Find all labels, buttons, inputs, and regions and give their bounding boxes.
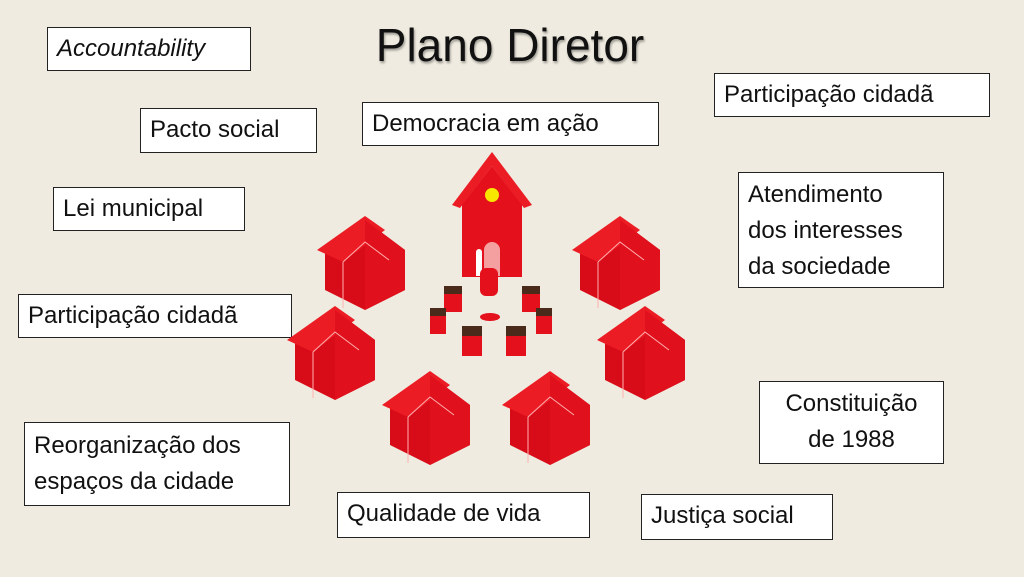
- term-democracia-em-acao: Democracia em ação: [362, 102, 659, 146]
- people-circle: [430, 268, 552, 356]
- line: Constituição: [785, 390, 918, 417]
- line: da sociedade: [748, 253, 891, 280]
- house-icon: [501, 370, 591, 466]
- house-icon: [316, 215, 406, 311]
- term-pacto-social: Pacto social: [140, 108, 317, 153]
- term-constituicao: Constituição de 1988: [759, 381, 944, 464]
- slide-title: Plano Diretor: [0, 18, 1024, 72]
- term-qualidade-de-vida: Qualidade de vida: [337, 492, 590, 538]
- line: Atendimento: [748, 181, 883, 208]
- house-icon: [596, 305, 686, 401]
- term-participacao-cidada-top: Participação cidadã: [714, 73, 990, 117]
- term-accountability: Accountability: [47, 27, 251, 71]
- line: de 1988: [808, 426, 895, 453]
- term-reorganizacao: Reorganização dos espaços da cidade: [24, 422, 290, 506]
- house-icon: [381, 370, 471, 466]
- community-illustration: [286, 152, 686, 466]
- line: Reorganização dos: [34, 432, 241, 459]
- church-icon: [452, 152, 532, 277]
- line: espaços da cidade: [34, 468, 235, 495]
- term-participacao-cidada-left: Participação cidadã: [18, 294, 292, 338]
- term-atendimento: Atendimento dos interesses da sociedade: [738, 172, 944, 288]
- term-justica-social: Justiça social: [641, 494, 833, 540]
- house-icon: [571, 215, 661, 311]
- line: dos interesses: [748, 217, 903, 244]
- term-lei-municipal: Lei municipal: [53, 187, 245, 231]
- house-icon: [286, 305, 376, 401]
- title-text: Plano Diretor: [375, 19, 645, 71]
